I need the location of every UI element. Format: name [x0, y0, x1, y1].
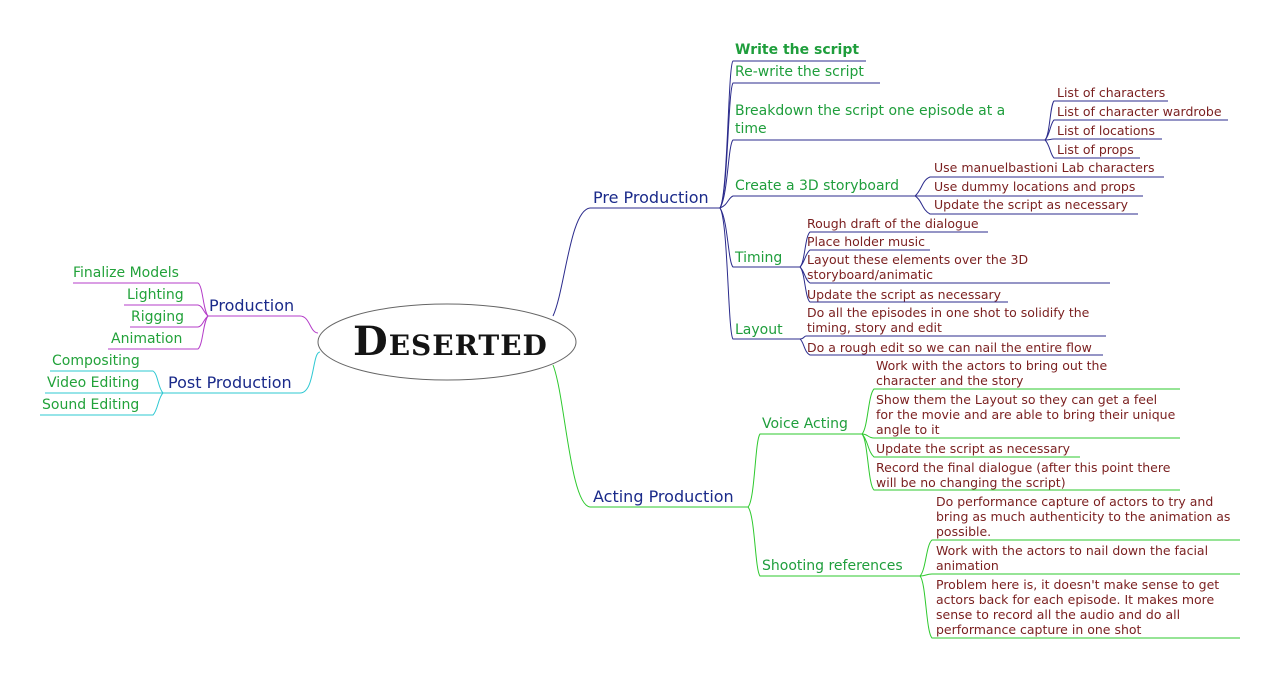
leaf-rough-draft-dialogue[interactable]: Rough draft of the dialogue	[807, 216, 979, 231]
leaf-rough-edit[interactable]: Do a rough edit so we can nail the entir…	[807, 340, 1092, 355]
post-production-lines	[40, 351, 321, 416]
branch-production[interactable]: Production	[209, 296, 295, 315]
leaf-facial-animation[interactable]: Work with the actors to nail down the fa…	[936, 543, 1209, 573]
breakdown-lines	[1044, 100, 1228, 159]
node-rewrite-script[interactable]: Re-write the script	[735, 64, 864, 80]
layout-lines	[799, 335, 1106, 356]
pre-production-lines	[552, 60, 1045, 340]
leaf-update-script-storyboard[interactable]: Update the script as necessary	[934, 197, 1129, 212]
leaf-rigging[interactable]: Rigging	[131, 309, 185, 325]
leaf-placeholder-music[interactable]: Place holder music	[807, 234, 925, 249]
leaf-compositing[interactable]: Compositing	[52, 353, 140, 369]
leaf-list-wardrobe[interactable]: List of character wardrobe	[1057, 104, 1222, 119]
node-write-script[interactable]: Write the script	[735, 42, 860, 58]
leaf-work-with-actors[interactable]: Work with the actors to bring out the ch…	[876, 358, 1108, 388]
leaf-sound-editing[interactable]: Sound Editing	[42, 397, 140, 413]
leaf-record-final-dialogue[interactable]: Record the final dialogue (after this po…	[876, 460, 1171, 490]
branch-acting-production[interactable]: Acting Production	[593, 487, 734, 506]
branch-pre-production[interactable]: Pre Production	[593, 188, 709, 207]
node-timing[interactable]: Timing	[735, 250, 783, 266]
leaf-video-editing[interactable]: Video Editing	[47, 375, 140, 391]
leaf-problem-here[interactable]: Problem here is, it doesn't make sense t…	[936, 577, 1220, 637]
leaf-all-episodes-one-shot[interactable]: Do all the episodes in one shot to solid…	[807, 305, 1090, 335]
leaf-finalize-models[interactable]: Finalize Models	[73, 265, 179, 281]
acting-production-lines	[552, 364, 920, 577]
leaf-update-script-timing[interactable]: Update the script as necessary	[807, 287, 1002, 302]
storyboard-lines	[914, 176, 1164, 215]
leaf-list-props[interactable]: List of props	[1057, 142, 1134, 157]
leaf-animation[interactable]: Animation	[111, 331, 183, 347]
leaf-layout-elements[interactable]: Layout these elements over the 3D storyb…	[807, 252, 1029, 282]
central-title: Deserted	[353, 318, 548, 365]
node-create-storyboard[interactable]: Create a 3D storyboard	[735, 178, 899, 194]
leaf-show-layout[interactable]: Show them the Layout so they can get a f…	[876, 392, 1176, 437]
shooting-references-lines	[919, 539, 1240, 639]
leaf-performance-capture[interactable]: Do performance capture of actors to try …	[936, 494, 1231, 539]
leaf-dummy-locations[interactable]: Use dummy locations and props	[934, 179, 1136, 194]
node-shooting-references[interactable]: Shooting references	[762, 558, 903, 574]
node-breakdown-script[interactable]: Breakdown the script one episode at a ti…	[735, 103, 1006, 137]
leaf-list-locations[interactable]: List of locations	[1057, 123, 1155, 138]
timing-lines	[799, 231, 1110, 303]
node-voice-acting[interactable]: Voice Acting	[762, 416, 848, 432]
branch-post-production[interactable]: Post Production	[168, 373, 292, 392]
central-node-ellipse	[317, 303, 577, 381]
production-lines	[73, 282, 319, 350]
leaf-list-characters[interactable]: List of characters	[1057, 85, 1166, 100]
leaf-update-script-voice[interactable]: Update the script as necessary	[876, 441, 1071, 456]
voice-acting-lines	[861, 388, 1180, 491]
leaf-lighting[interactable]: Lighting	[127, 287, 184, 303]
node-layout[interactable]: Layout	[735, 322, 783, 338]
leaf-manuelbastioni[interactable]: Use manuelbastioni Lab characters	[934, 160, 1155, 175]
